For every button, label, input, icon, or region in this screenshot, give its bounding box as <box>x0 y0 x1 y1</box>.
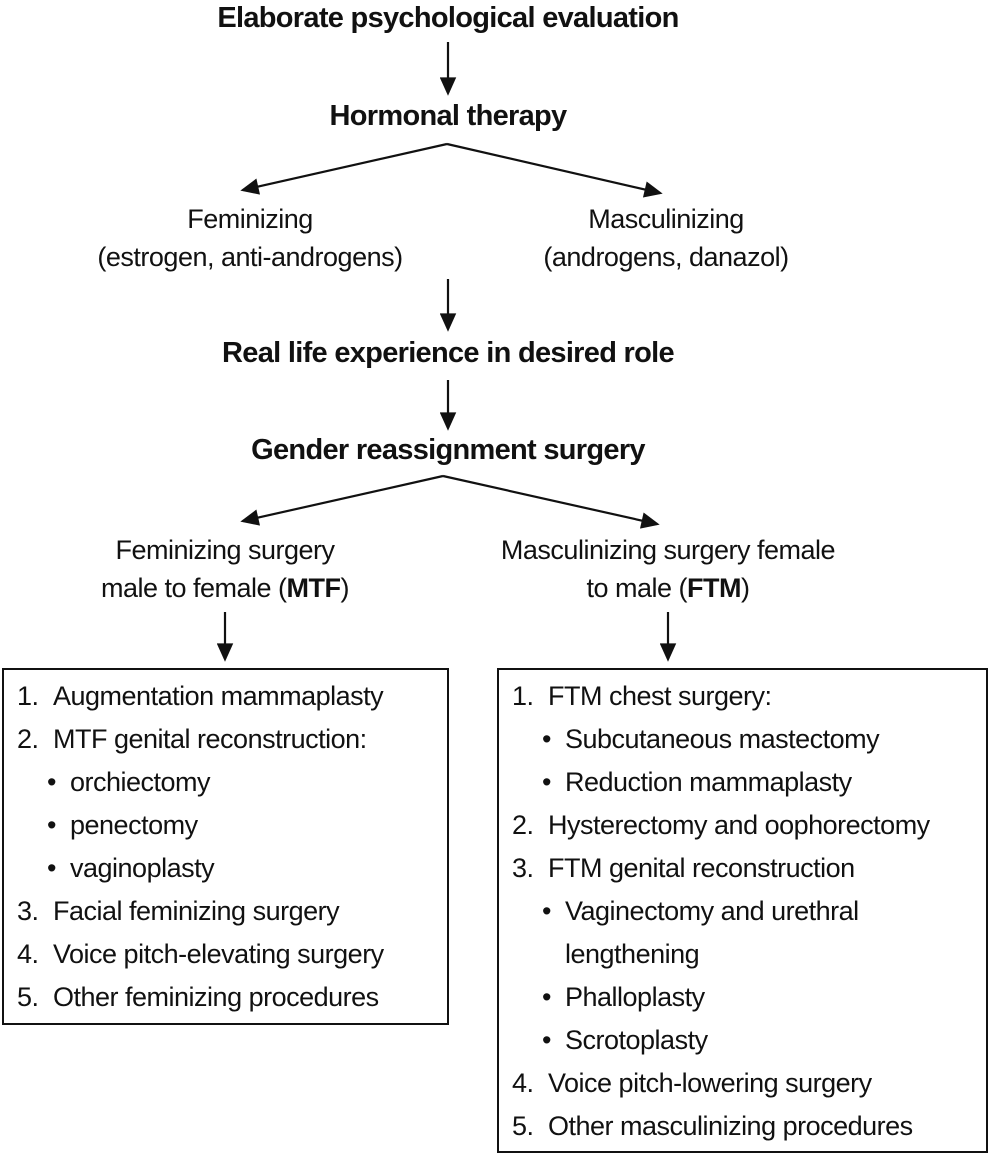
ftm-procedures-box: 1. FTM chest surgery: • Subcutaneous mastec… <box>497 668 988 1153</box>
list-subitem: • Reduction mammaplasty <box>542 761 980 804</box>
item-number: 3. <box>17 896 39 926</box>
subitem-text: Scrotoplasty <box>565 1025 708 1055</box>
subitem-text: Phalloplasty <box>565 982 705 1012</box>
node-psychological-evaluation: Elaborate psychological evaluation <box>217 2 679 34</box>
masculinizing-hormonal-line1: Masculinizing <box>588 204 744 234</box>
feminizing-hormonal-line1: Feminizing <box>187 204 313 234</box>
item-text: Voice pitch-elevating surgery <box>53 939 384 969</box>
mtf-procedures-list: 1. Augmentation mammaplasty 2. MTF genital … <box>17 675 441 1019</box>
list-item: 2. MTF genital reconstruction: <box>17 718 441 761</box>
bullet-icon: • <box>542 982 551 1012</box>
item-number: 1. <box>17 681 39 711</box>
item-number: 4. <box>512 1068 534 1098</box>
list-subitem: • vaginoplasty <box>47 847 441 890</box>
subitem-text: Subcutaneous mastectomy <box>565 724 880 754</box>
mtf-label-line1: Feminizing surgery <box>115 535 335 565</box>
node-real-life-experience: Real life experience in desired role <box>222 337 675 369</box>
list-item: 5. Other feminizing procedures <box>17 976 441 1019</box>
list-subitem: • Subcutaneous mastectomy <box>542 718 980 761</box>
mtf-abbrev: MTF <box>286 573 341 603</box>
mtf-label-line2: male to female (MTF) <box>100 573 350 603</box>
arrow-hormonal-to-feminizing <box>240 142 448 195</box>
list-item: 4. Voice pitch-lowering surgery <box>512 1062 980 1105</box>
item-text: FTM chest surgery: <box>548 681 772 711</box>
item-text: MTF genital reconstruction: <box>53 724 367 754</box>
list-subitem: • Phalloplasty <box>542 976 980 1019</box>
arrow-surgery-to-mtf <box>240 474 444 526</box>
list-item: 4. Voice pitch-elevating surgery <box>17 933 441 976</box>
bullet-icon: • <box>47 810 56 840</box>
mtf-procedures-box: 1. Augmentation mammaplasty 2. MTF genital … <box>2 668 449 1025</box>
item-text: FTM genital reconstruction <box>548 853 855 883</box>
item-number: 2. <box>17 724 39 754</box>
list-subitem: • Scrotoplasty <box>542 1019 980 1062</box>
subitem-text: Reduction mammaplasty <box>565 767 852 797</box>
node-masculinizing-hormonal: Masculinizing (androgens, danazol) <box>466 200 866 276</box>
node-hormonal-therapy: Hormonal therapy <box>329 100 568 132</box>
node-ftm-surgery-label: Masculinizing surgery female to male (FT… <box>468 531 868 607</box>
item-text: Other feminizing procedures <box>53 982 379 1012</box>
bullet-icon: • <box>542 896 551 926</box>
item-number: 3. <box>512 853 534 883</box>
list-subitem: • orchiectomy <box>47 761 441 804</box>
bullet-icon: • <box>47 767 56 797</box>
ftm-label-line2: to male (FTM) <box>586 573 750 603</box>
item-text: Augmentation mammaplasty <box>53 681 384 711</box>
item-text: Hysterectomy and oophorectomy <box>548 810 930 840</box>
list-item: 3. FTM genital reconstruction <box>512 847 980 890</box>
arrow-hormonal-to-masculinizing <box>446 142 663 198</box>
item-number: 4. <box>17 939 39 969</box>
subitem-text: orchiectomy <box>70 767 211 797</box>
ftm-label-line1: Masculinizing surgery female <box>500 535 836 565</box>
subitem-text: Vaginectomy and urethral lengthening <box>565 896 859 969</box>
item-number: 1. <box>512 681 534 711</box>
ftm-procedures-list: 1. FTM chest surgery: • Subcutaneous mastec… <box>512 675 980 1148</box>
item-text: Voice pitch-lowering surgery <box>548 1068 872 1098</box>
bullet-icon: • <box>47 853 56 883</box>
feminizing-hormonal-line2: (estrogen, anti-androgens) <box>97 242 403 272</box>
list-item: 5. Other masculinizing procedures <box>512 1105 980 1148</box>
bullet-icon: • <box>542 1025 551 1055</box>
item-number: 5. <box>17 982 39 1012</box>
list-item: 2. Hysterectomy and oophorectomy <box>512 804 980 847</box>
masculinizing-hormonal-line2: (androgens, danazol) <box>543 242 789 272</box>
node-reassignment-surgery: Gender reassignment surgery <box>251 434 645 466</box>
subitem-text: penectomy <box>70 810 198 840</box>
arrow-surgery-to-ftm <box>442 474 660 529</box>
list-subitem: • penectomy <box>47 804 441 847</box>
node-mtf-surgery-label: Feminizing surgery male to female (MTF) <box>25 531 425 607</box>
list-subitem: • Vaginectomy and urethral lengthening <box>542 890 980 976</box>
item-text: Facial feminizing surgery <box>53 896 340 926</box>
list-item: 1. FTM chest surgery: <box>512 675 980 718</box>
item-text: Other masculinizing procedures <box>548 1111 913 1141</box>
bullet-icon: • <box>542 767 551 797</box>
subitem-text: vaginoplasty <box>70 853 215 883</box>
item-number: 5. <box>512 1111 534 1141</box>
node-feminizing-hormonal: Feminizing (estrogen, anti-androgens) <box>40 200 460 276</box>
list-item: 1. Augmentation mammaplasty <box>17 675 441 718</box>
item-number: 2. <box>512 810 534 840</box>
ftm-abbrev: FTM <box>687 573 742 603</box>
bullet-icon: • <box>542 724 551 754</box>
list-item: 3. Facial feminizing surgery <box>17 890 441 933</box>
